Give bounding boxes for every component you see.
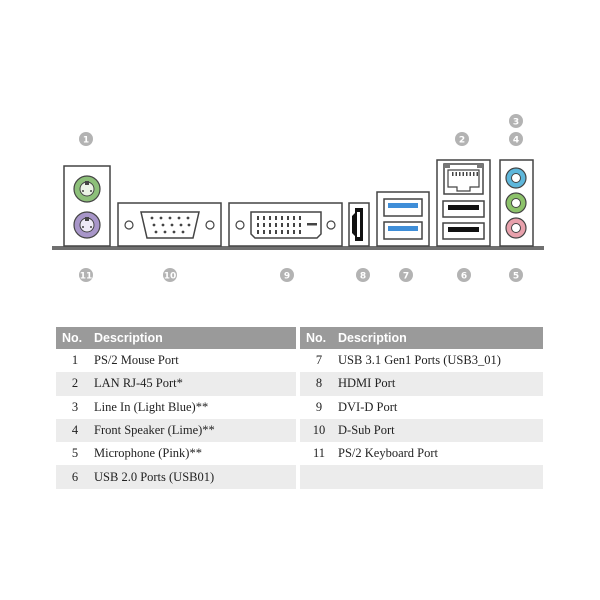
row-no: 2 <box>56 372 94 396</box>
usb20-port-top <box>442 200 485 218</box>
svg-text:6: 6 <box>461 272 467 282</box>
row-description: USB 2.0 Ports (USB01) <box>94 465 296 489</box>
table-row: 5 Microphone (Pink)** <box>56 442 296 465</box>
row-no: 8 <box>300 372 338 396</box>
table-row: 8 HDMI Port <box>300 372 543 396</box>
callout-2: 2 <box>455 132 469 146</box>
ps2-keyboard-port <box>73 211 101 239</box>
callout-3: 3 <box>509 114 523 128</box>
svg-text:4: 4 <box>513 136 519 146</box>
callout-7: 7 <box>399 268 413 282</box>
row-no: 3 <box>71 399 79 414</box>
row-description-empty <box>338 465 543 489</box>
row-description: HDMI Port <box>338 372 543 396</box>
svg-text:8: 8 <box>360 272 366 282</box>
svg-text:5: 5 <box>513 272 519 282</box>
usb20-port-bottom <box>442 222 485 240</box>
usb31-port-bottom <box>383 221 423 240</box>
table-row: 3 Line In (Light Blue)** <box>56 396 296 419</box>
port-table-left: No. Description 1 PS/2 Mouse Port 2 LAN … <box>56 327 296 489</box>
header-description: Description <box>338 327 543 349</box>
line-in-jack <box>505 167 527 189</box>
callout-6: 6 <box>457 268 471 282</box>
row-description: DVI-D Port <box>338 399 398 414</box>
svg-text:2: 2 <box>459 136 465 146</box>
row-description: PS/2 Mouse Port <box>94 353 179 368</box>
row-no: 9 <box>315 399 323 414</box>
callout-11: 11 <box>79 268 93 282</box>
callout-1: 1 <box>79 132 93 146</box>
svg-text:3: 3 <box>513 118 519 128</box>
ps2-port-group <box>63 165 111 247</box>
table-row: 11 PS/2 Keyboard Port <box>300 442 543 465</box>
port-table-right: No. Description 7 USB 3.1 Gen1 Ports (US… <box>300 327 543 489</box>
table-row: 10 D-Sub Port <box>300 418 543 443</box>
svg-text:7: 7 <box>403 272 409 282</box>
table-header-row: No. Description <box>300 327 543 349</box>
row-description: D-Sub Port <box>338 418 543 443</box>
header-no: No. <box>300 327 338 349</box>
row-no-empty <box>300 465 338 489</box>
hdmi-port <box>348 202 370 247</box>
svg-text:9: 9 <box>284 272 290 282</box>
row-description: LAN RJ-45 Port* <box>94 372 296 396</box>
svg-text:1: 1 <box>83 136 89 146</box>
row-no: 6 <box>56 465 94 489</box>
callout-10: 10 <box>163 268 177 282</box>
lan-usb20-stack <box>436 159 491 247</box>
table-row: 9 DVI-D Port <box>300 396 543 419</box>
row-no: 7 <box>315 353 323 368</box>
dsub-port <box>117 202 222 247</box>
callout-8: 8 <box>356 268 370 282</box>
rear-io-panel-diagram: 1 2 3 4 <box>52 114 544 282</box>
table-row: 7 USB 3.1 Gen1 Ports (USB3_01) <box>300 349 543 372</box>
table-row <box>300 465 543 489</box>
table-row: 1 PS/2 Mouse Port <box>56 349 296 372</box>
table-row: 4 Front Speaker (Lime)** <box>56 418 296 443</box>
row-description: Line In (Light Blue)** <box>94 399 209 414</box>
row-description: USB 3.1 Gen1 Ports (USB3_01) <box>338 353 501 368</box>
callout-9: 9 <box>280 268 294 282</box>
row-no: 10 <box>300 418 338 443</box>
svg-text:10: 10 <box>164 272 177 282</box>
audio-jack-stack <box>499 159 534 247</box>
row-no: 1 <box>71 353 79 368</box>
header-description: Description <box>94 327 296 349</box>
row-no: 11 <box>312 446 326 461</box>
row-no: 5 <box>71 446 79 461</box>
usb31-port-top <box>383 198 423 217</box>
table-row: 2 LAN RJ-45 Port* <box>56 372 296 396</box>
ps2-mouse-port <box>73 175 101 203</box>
row-description: Microphone (Pink)** <box>94 446 202 461</box>
callout-4: 4 <box>509 132 523 146</box>
front-speaker-jack <box>505 192 527 214</box>
dvi-d-port <box>228 202 343 247</box>
panel-base-line <box>52 246 544 250</box>
lan-rj45-port <box>443 163 484 195</box>
row-no: 4 <box>56 418 94 443</box>
table-row: 6 USB 2.0 Ports (USB01) <box>56 465 296 489</box>
svg-text:11: 11 <box>80 272 93 282</box>
row-description: PS/2 Keyboard Port <box>338 446 438 461</box>
header-no: No. <box>56 327 94 349</box>
row-description: Front Speaker (Lime)** <box>94 418 296 443</box>
microphone-jack <box>505 217 527 239</box>
callout-5: 5 <box>509 268 523 282</box>
usb31-port-stack <box>376 191 430 247</box>
table-header-row: No. Description <box>56 327 296 349</box>
